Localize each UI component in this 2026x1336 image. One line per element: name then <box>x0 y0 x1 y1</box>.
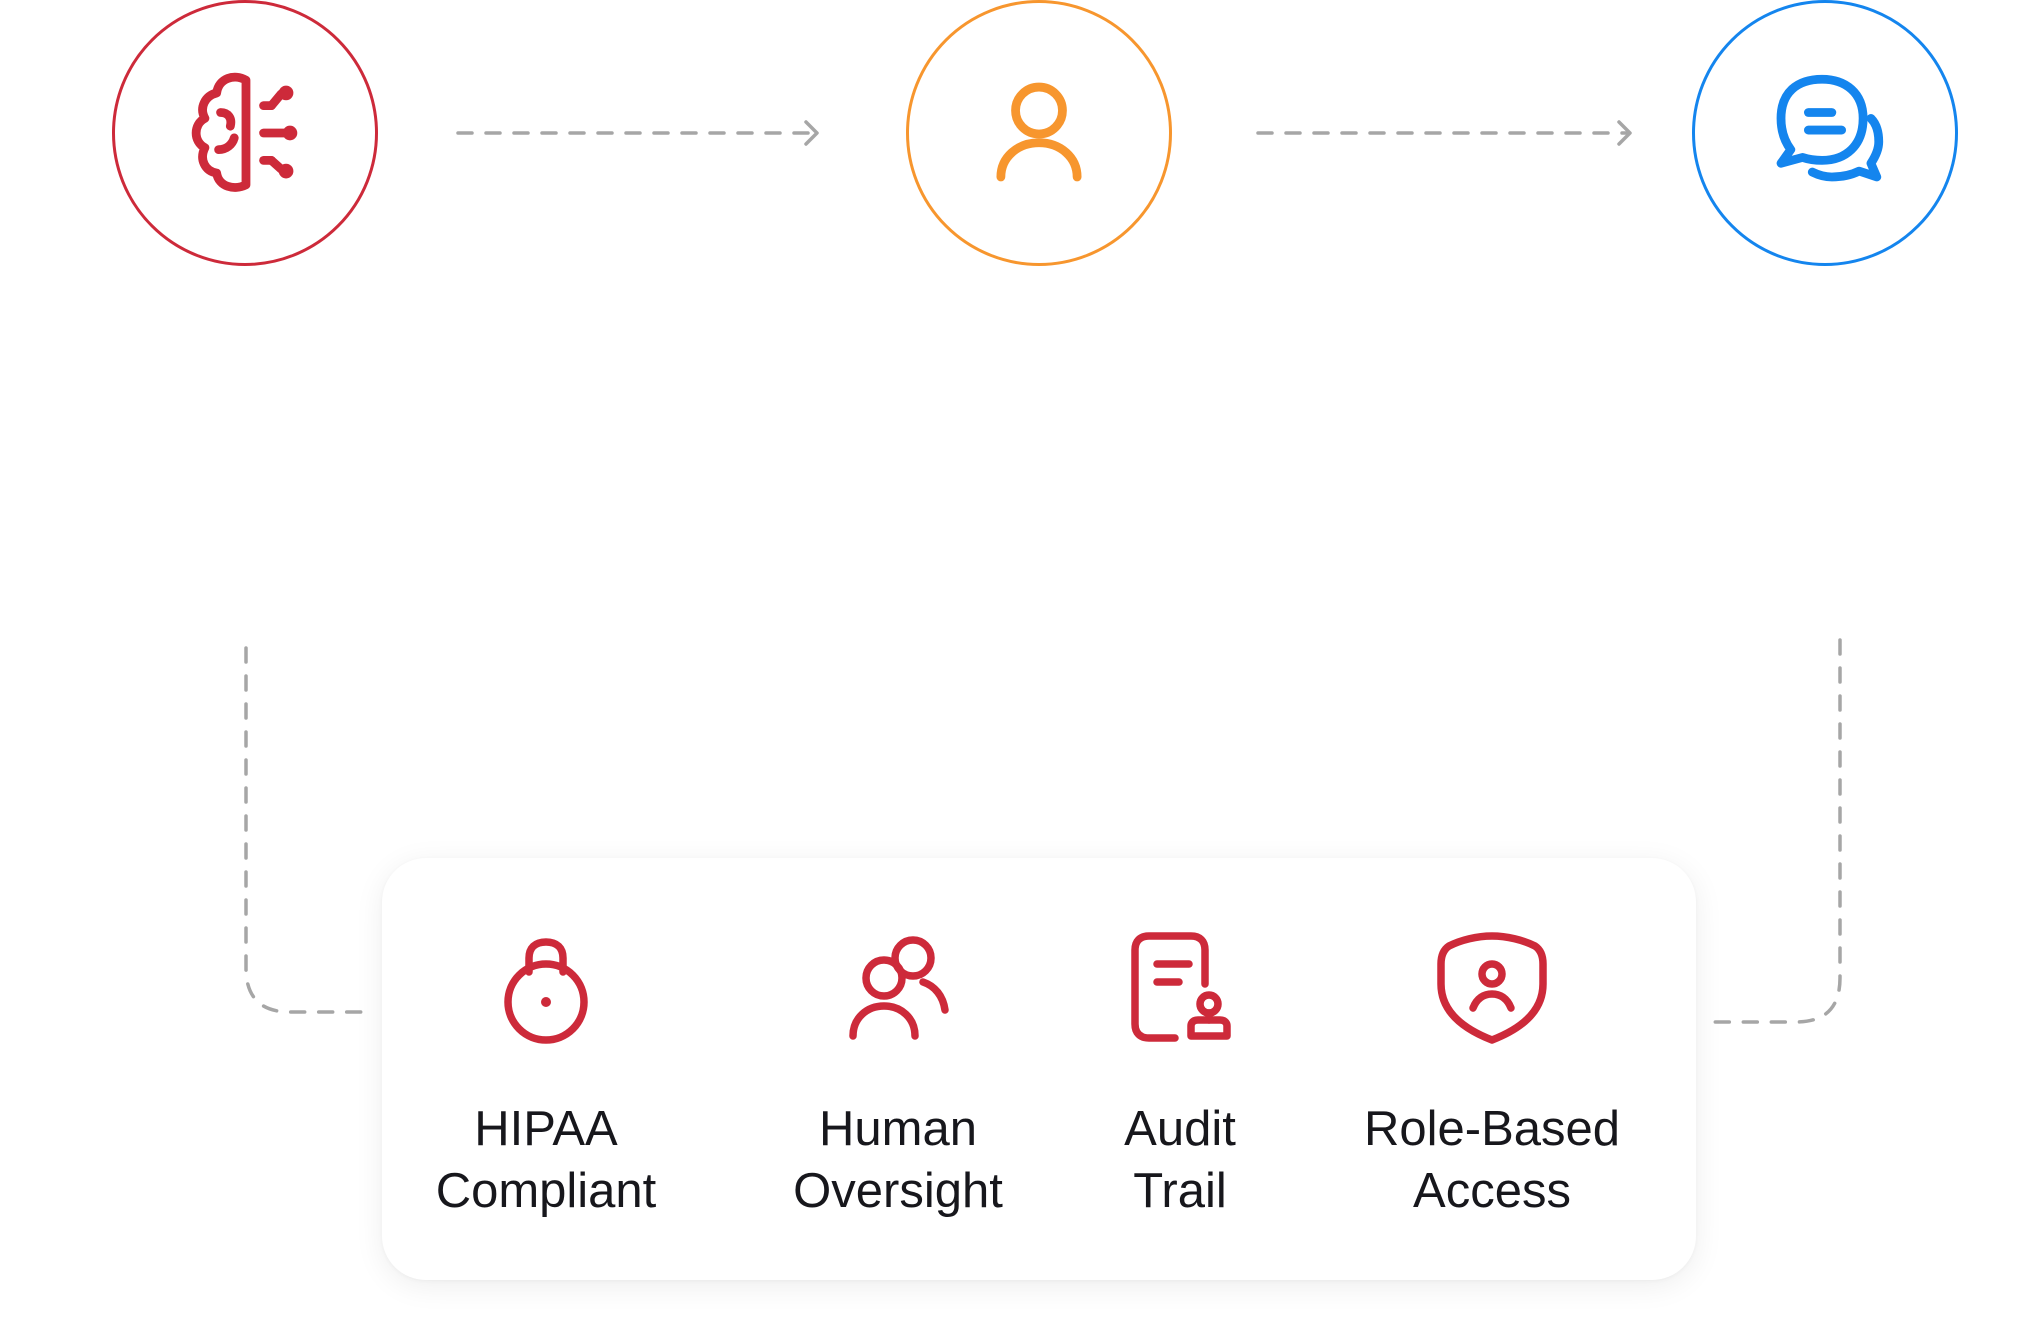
chat-node <box>1692 0 1958 266</box>
feature-label: HIPAA Compliant <box>435 1102 657 1218</box>
feature-human-oversight: Human Oversight <box>772 858 1024 1280</box>
feature-label: Audit Trail <box>1124 1102 1236 1218</box>
arrow-head-1 <box>804 120 819 146</box>
brain-circuit-icon <box>191 72 298 192</box>
arrow-head-2 <box>1617 120 1632 146</box>
feature-audit-trail: Audit Trail <box>1106 858 1254 1280</box>
right-connector <box>1702 638 1842 1024</box>
left-connector <box>244 646 368 1014</box>
chat-bubbles-icon <box>1776 74 1884 182</box>
ai-brain-node <box>112 0 378 266</box>
features-card: HIPAA Compliant Human Oversight Audit Tr <box>382 858 1696 1280</box>
feature-role-based-access: Role-Based Access <box>1338 858 1646 1280</box>
human-node <box>906 0 1172 266</box>
shield-user-icon <box>1437 932 1547 1044</box>
users-icon <box>849 936 949 1040</box>
user-icon <box>996 82 1082 182</box>
feature-label: Human Oversight <box>793 1102 1003 1218</box>
feature-label: Role-Based Access <box>1363 1102 1621 1218</box>
feature-hipaa-compliant: HIPAA Compliant <box>432 858 660 1280</box>
padlock-icon <box>504 938 588 1044</box>
document-stamp-icon <box>1131 932 1231 1042</box>
